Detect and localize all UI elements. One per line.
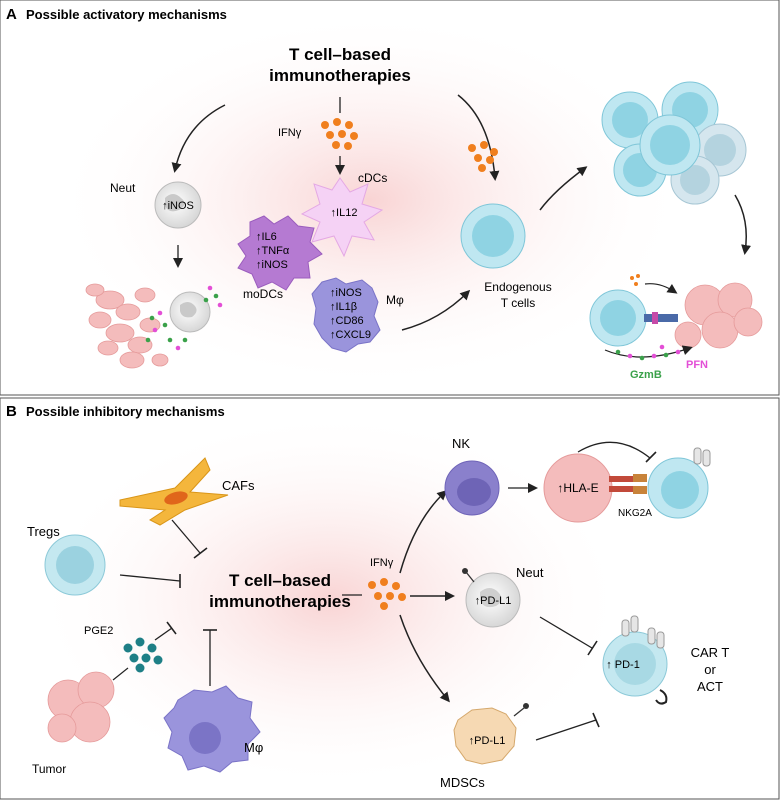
cart-label-3: ACT — [697, 679, 723, 694]
treg-cell — [44, 534, 106, 596]
panel-b-title: Possible inhibitory mechanisms — [26, 404, 225, 419]
cart-label-1: CAR T — [691, 645, 730, 660]
modc-cell — [237, 215, 323, 291]
granule-dots-killing — [630, 274, 640, 286]
expanded-tcells — [601, 81, 747, 205]
panel-a-title: Possible activatory mechanisms — [26, 7, 227, 22]
ifng-cluster-a2 — [468, 141, 498, 172]
mphi-cell-a — [311, 277, 381, 353]
neut-cell-b — [462, 568, 521, 628]
panel-a: A Possible activatory mechanisms T cell–… — [0, 0, 780, 396]
mphi-marker-2: ↑IL1β — [330, 301, 357, 313]
inhibit-hlae-bar — [645, 451, 657, 463]
mdsc-pdl1-label: ↑PD-L1 — [469, 735, 506, 747]
inhibit-neut-to-pd1 — [539, 616, 593, 649]
mdscs-label: MDSCs — [440, 775, 485, 790]
mphi-marker-3: ↑CD86 — [330, 315, 364, 327]
inhibit-neut-bar — [587, 640, 598, 656]
panel-b-ifng-label: IFNγ — [370, 557, 394, 569]
neut-pdl1-label: ↑PD-L1 — [475, 595, 512, 607]
mphi-label-a: Mφ — [386, 293, 404, 307]
panel-a-ifng-label: IFNγ — [278, 127, 302, 139]
modcs-label: moDCs — [243, 287, 283, 301]
modcs-marker-2: ↑TNFα — [256, 245, 290, 257]
cart-label-2: or — [704, 662, 716, 677]
mphi-label-b: Mφ — [244, 740, 263, 755]
arrow-center-to-tcells — [457, 94, 500, 181]
pge2-cluster — [123, 637, 163, 673]
nkg2a-receptor — [609, 474, 647, 494]
inhibit-pge2 — [154, 627, 173, 641]
pfn-label: PFN — [686, 359, 708, 371]
nk-label: NK — [452, 436, 470, 451]
panel-a-center-title-1: T cell–based — [289, 45, 391, 64]
mphi-marker-4: ↑CXCL9 — [330, 329, 371, 341]
inhibit-pge2-bar — [166, 621, 177, 635]
endogenous-label-2: T cells — [501, 296, 535, 310]
hlae-label: ↑HLA-E — [557, 481, 598, 495]
pd1-tcell — [602, 615, 668, 705]
modcs-marker-3: ↑iNOS — [256, 259, 288, 271]
panel-b-center-title-1: T cell–based — [229, 571, 331, 590]
mphi-cell-b — [163, 685, 261, 773]
nkg2a-label: NKG2A — [618, 508, 652, 519]
cdc-cell — [300, 177, 384, 258]
pd1-label: ↑ PD-1 — [606, 659, 640, 671]
tumor-to-pge2 — [112, 667, 129, 681]
arrow-mphi-to-tcells — [401, 289, 471, 331]
mdsc-cell — [453, 703, 529, 765]
arrow-tcells-to-expansion — [539, 166, 588, 211]
panel-a-letter: A — [6, 6, 17, 23]
neut-label-a: Neut — [110, 181, 136, 195]
nk-cell — [444, 460, 500, 516]
inhibit-mdsc-bar — [592, 712, 600, 728]
neut-label-b: Neut — [516, 565, 544, 580]
inhibit-cafs — [171, 519, 201, 554]
ifng-cluster-b — [368, 578, 406, 610]
panel-a-center-title-2: immunotherapies — [269, 66, 411, 85]
ifng-cluster-a — [321, 118, 358, 150]
panel-b: B Possible inhibitory mechanisms T cell–… — [0, 397, 780, 800]
granules-a — [145, 285, 223, 351]
pge2-label: PGE2 — [84, 625, 113, 637]
neut-marker-a: ↑iNOS — [162, 200, 194, 212]
arrow-ifng-to-nk — [399, 489, 448, 574]
endogenous-tcell — [460, 203, 526, 269]
gzmb-pfn-dots — [615, 344, 681, 361]
mphi-marker-1: ↑iNOS — [330, 287, 362, 299]
panel-b-center-title-2: immunotherapies — [209, 592, 351, 611]
cdcs-marker: ↑IL12 — [331, 207, 358, 219]
arrow-ifng-to-mdsc — [399, 614, 450, 703]
arrow-center-to-neut — [171, 104, 226, 173]
neut-cell-tumor — [169, 291, 211, 333]
inhibit-cafs-bar — [193, 547, 208, 559]
inhibit-hlae-tcell — [577, 441, 651, 459]
arrow-expansion-to-killing — [734, 194, 752, 255]
modcs-marker-1: ↑IL6 — [256, 231, 277, 243]
endogenous-label-1: Endogenous — [484, 280, 551, 294]
inhibit-tregs — [119, 574, 181, 582]
inhibit-mdsc-to-pd1 — [535, 719, 597, 741]
cdcs-label: cDCs — [358, 171, 387, 185]
tcell-nkg2a — [647, 447, 711, 519]
arrow-granules — [644, 283, 678, 294]
tregs-label: Tregs — [27, 524, 60, 539]
neut-cell-a — [154, 181, 202, 229]
cafs-label: CAFs — [222, 478, 255, 493]
tumor-label: Tumor — [32, 762, 66, 776]
gzmb-label: GzmB — [630, 369, 662, 381]
panel-b-letter: B — [6, 403, 17, 420]
tumor-cluster-b — [47, 671, 115, 743]
caf-cell — [119, 457, 229, 526]
killer-tcell — [589, 289, 678, 347]
tumor-cluster-killing — [674, 282, 763, 349]
